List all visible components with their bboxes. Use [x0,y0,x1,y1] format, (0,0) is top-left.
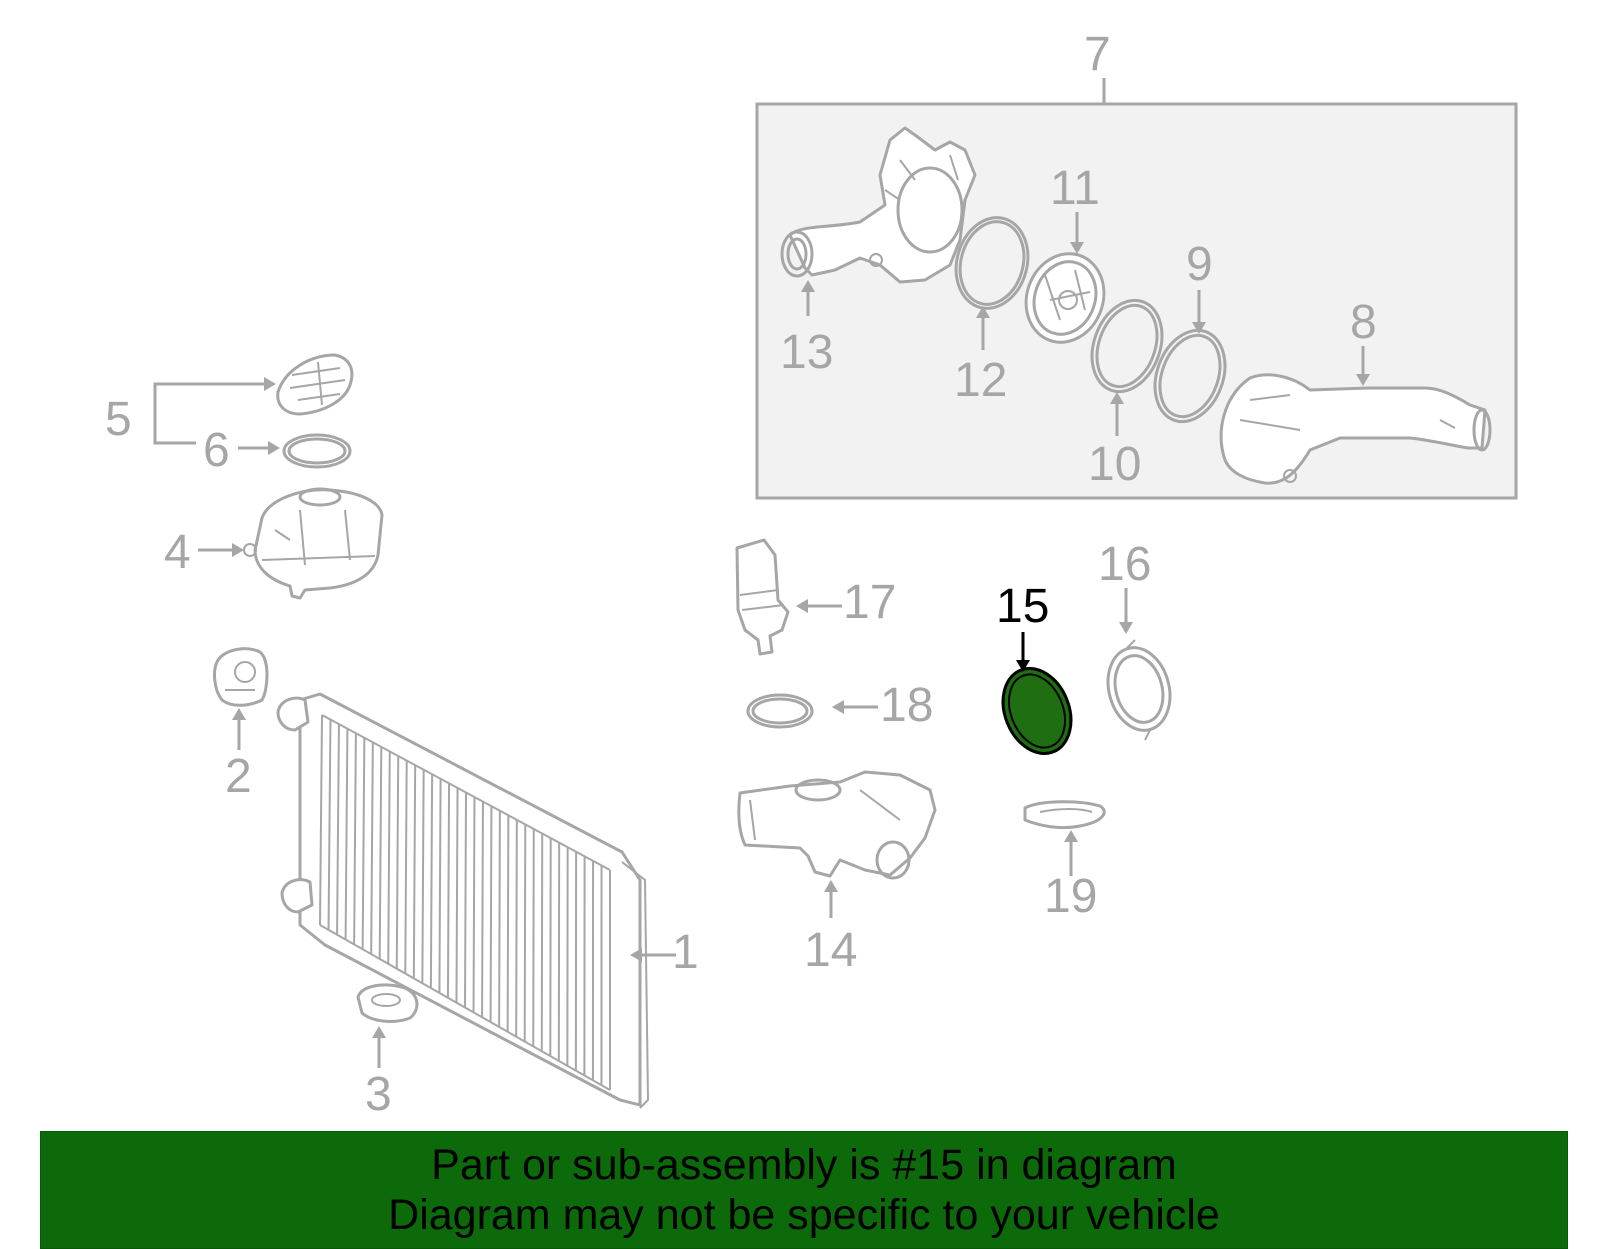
part-11-thermostat[interactable] [1014,243,1116,354]
callout-9[interactable]: 9 [1186,238,1213,291]
banner-line-1: Part or sub-assembly is #15 in diagram [431,1141,1177,1189]
radiator-fin [344,728,349,940]
radiator-fin [412,765,417,979]
radiator-fin [370,742,374,955]
part-9-seal[interactable] [1143,321,1237,432]
radiator-fin [506,815,510,1032]
radiator-fin [455,787,459,1003]
part-15-gasket-highlighted[interactable] [991,658,1083,764]
callout-labels: 7 9 8 11 13 12 10 5 6 4 2 1 3 17 18 14 1… [105,28,1377,1121]
callout-5[interactable]: 5 [105,393,132,446]
callout-15-highlighted[interactable]: 15 [996,580,1049,633]
radiator-fin [387,751,391,964]
callout-3[interactable]: 3 [365,1068,392,1121]
radiator-fin [353,733,357,945]
callout-12[interactable]: 12 [954,354,1007,407]
callout-13[interactable]: 13 [780,326,833,379]
callout-18[interactable]: 18 [880,679,933,732]
radiator-fin [438,778,442,993]
part-3-mount[interactable] [356,983,419,1023]
part-1-radiator[interactable] [276,692,650,1109]
radiator-fin [498,810,501,1027]
part-8-coolant-pipe[interactable] [1219,373,1492,485]
info-banner: Part or sub-assembly is #15 in diagram D… [40,1131,1568,1249]
callout-19[interactable]: 19 [1044,870,1097,923]
leader-lines [153,212,1370,1068]
radiator-fin [446,783,451,998]
radiator-fin [404,760,408,974]
callout-1[interactable]: 1 [672,926,699,979]
radiator-fin [361,737,366,950]
radiator-fin [515,819,518,1037]
radiator-fin [464,792,467,1008]
radiator-fin [336,724,340,935]
callout-6[interactable]: 6 [203,424,230,477]
callout-8[interactable]: 8 [1350,296,1377,349]
part-19-clip[interactable] [1023,800,1106,830]
radiator-fin [395,756,400,969]
part-13-thermostat-housing[interactable] [780,126,977,284]
radiator-fin [489,806,493,1023]
part-12-gasket[interactable] [946,210,1037,317]
radiator-fin [481,801,484,1018]
callout-2[interactable]: 2 [225,750,252,803]
radiator-fin [472,797,476,1013]
part-17-temperature-sensor[interactable] [735,538,790,656]
callout-4[interactable]: 4 [164,526,191,579]
radiator-fin [327,719,332,930]
banner-line-2: Diagram may not be specific to your vehi… [388,1191,1220,1239]
callout-7[interactable]: 7 [1084,28,1111,81]
part-18-o-ring[interactable] [746,693,814,729]
part-10-seal[interactable] [1080,291,1174,402]
part-5-reservoir-cap[interactable] [276,353,354,416]
radiator-fin [429,774,434,989]
radiator-fin [421,769,425,984]
part-14-coolant-flange[interactable] [737,770,937,880]
radiator-fin [532,828,535,1047]
part-4-expansion-tank[interactable] [243,487,384,600]
callout-10[interactable]: 10 [1088,438,1141,491]
radiator-fin [378,746,383,959]
callout-16[interactable]: 16 [1098,538,1151,591]
callout-14[interactable]: 14 [804,924,857,977]
part-6-cap-seal[interactable] [282,433,352,469]
radiator-fin [523,824,527,1042]
part-16-seal-ring[interactable] [1099,639,1179,741]
part-2-bracket[interactable] [213,647,269,707]
callout-17[interactable]: 17 [843,576,896,629]
callout-11[interactable]: 11 [1050,162,1100,215]
